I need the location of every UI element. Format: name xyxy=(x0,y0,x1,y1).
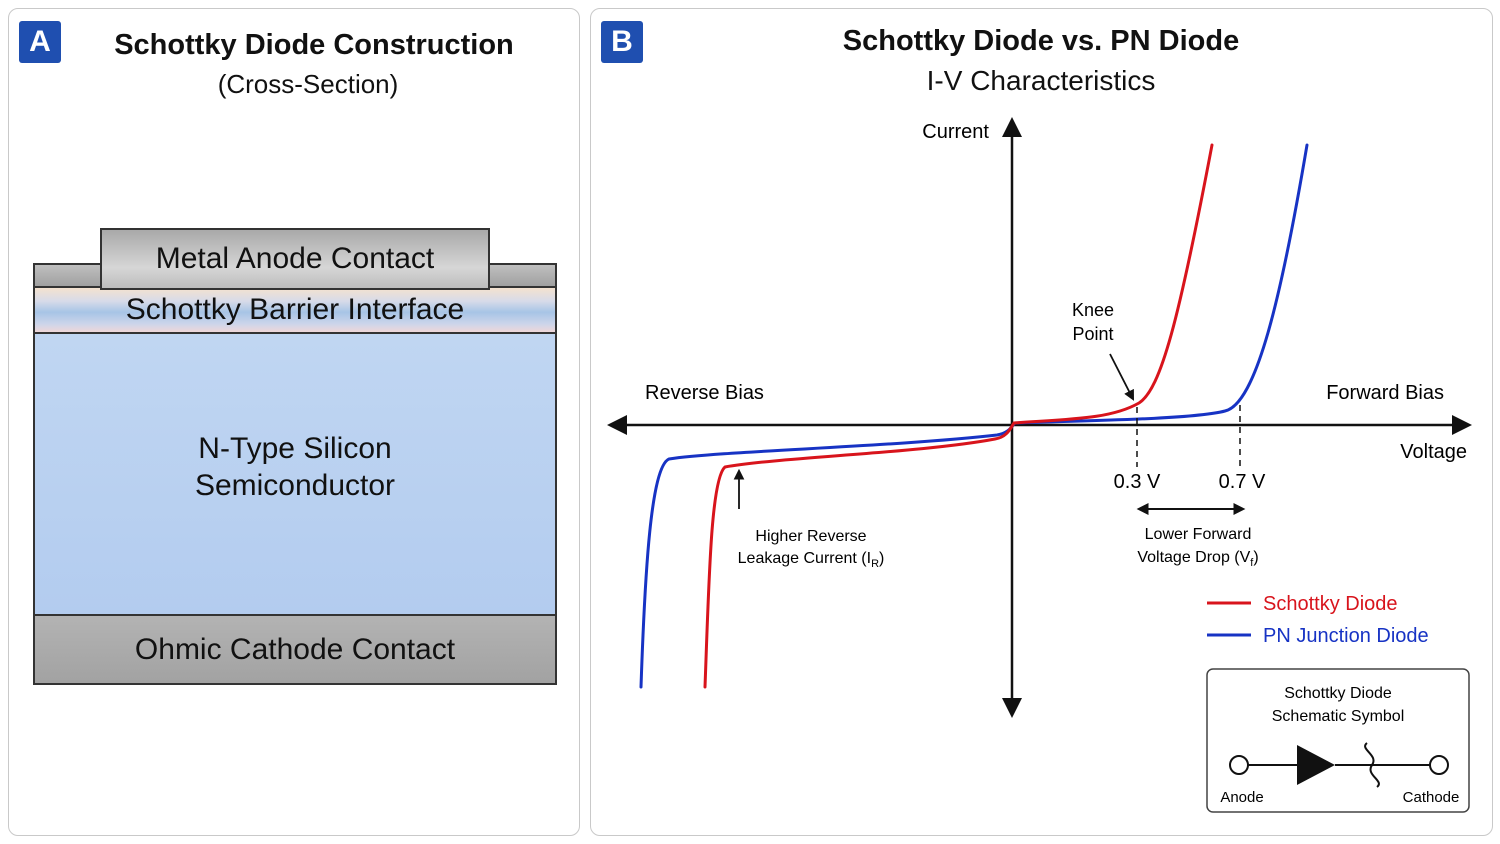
cross-section-panel: A Schottky Diode Construction (Cross-Sec… xyxy=(8,8,580,836)
symbol-anode-label: Anode xyxy=(1220,789,1263,806)
schottky-barrier-layer: Schottky Barrier Interface xyxy=(33,286,557,334)
vf-drop-label-line1: Lower Forward xyxy=(1145,526,1252,543)
symbol-title-line2: Schematic Symbol xyxy=(1272,708,1405,725)
knee-point-label-line1: Knee xyxy=(1072,300,1114,320)
iv-characteristics-panel: B Schottky Diode vs. PN Diode I-V Charac… xyxy=(590,8,1493,836)
schottky-vf-value: 0.3 V xyxy=(1114,471,1161,493)
barrier-label: Schottky Barrier Interface xyxy=(125,293,465,326)
legend-label-schottky: Schottky Diode xyxy=(1263,593,1398,615)
panel-a-title: Schottky Diode Construction xyxy=(114,29,514,61)
cathode-terminal-icon xyxy=(1429,755,1449,775)
knee-point-label-line2: Point xyxy=(1072,324,1113,344)
symbol-cathode-label: Cathode xyxy=(1403,789,1460,806)
anode-terminal-icon xyxy=(1229,755,1249,775)
forward-bias-label: Forward Bias xyxy=(1326,382,1444,404)
diode-triangle-icon xyxy=(1297,745,1335,785)
metal-anode-layer: Metal Anode Contact xyxy=(100,228,490,290)
leakage-label-line1: Higher Reverse xyxy=(755,528,866,545)
current-axis-label: Current xyxy=(922,121,989,143)
cathode-label: Ohmic Cathode Contact xyxy=(134,632,456,666)
panel-b-badge: B xyxy=(601,21,643,63)
panel-b-subtitle: I-V Characteristics xyxy=(926,65,1156,96)
schottky-diode-curve xyxy=(703,143,1214,689)
voltage-axis-label: Voltage xyxy=(1400,441,1467,463)
pn-vf-value: 0.7 V xyxy=(1219,471,1266,493)
vf-drop-label-line2: Voltage Drop (Vf) xyxy=(1137,549,1258,569)
symbol-title-line1: Schottky Diode xyxy=(1284,685,1392,702)
pn-junction-curve xyxy=(639,143,1309,689)
panel-b-title: Schottky Diode vs. PN Diode xyxy=(842,25,1240,57)
silicon-label-line1: N-Type Silicon xyxy=(198,432,392,465)
schottky-cathode-bar-icon xyxy=(1364,742,1380,788)
panel-a-subtitle: (Cross-Section) xyxy=(217,69,399,99)
silicon-label-line2: Semiconductor xyxy=(194,469,396,502)
anode-label: Metal Anode Contact xyxy=(155,242,435,275)
legend-label-pn: PN Junction Diode xyxy=(1263,625,1429,647)
leakage-label-line2: Leakage Current (IR) xyxy=(738,550,885,570)
n-type-silicon-layer: N-Type Silicon Semiconductor xyxy=(33,332,557,616)
knee-point-arrow xyxy=(1109,353,1134,401)
schematic-symbol-box: Schottky Diode Schematic Symbol Anode Ca… xyxy=(1206,668,1470,813)
reverse-bias-label: Reverse Bias xyxy=(645,382,764,404)
iv-plot: Current Voltage Reverse Bias Forward Bia… xyxy=(607,117,1472,813)
ohmic-cathode-layer: Ohmic Cathode Contact xyxy=(33,614,557,685)
panel-a-badge: A xyxy=(19,21,61,63)
